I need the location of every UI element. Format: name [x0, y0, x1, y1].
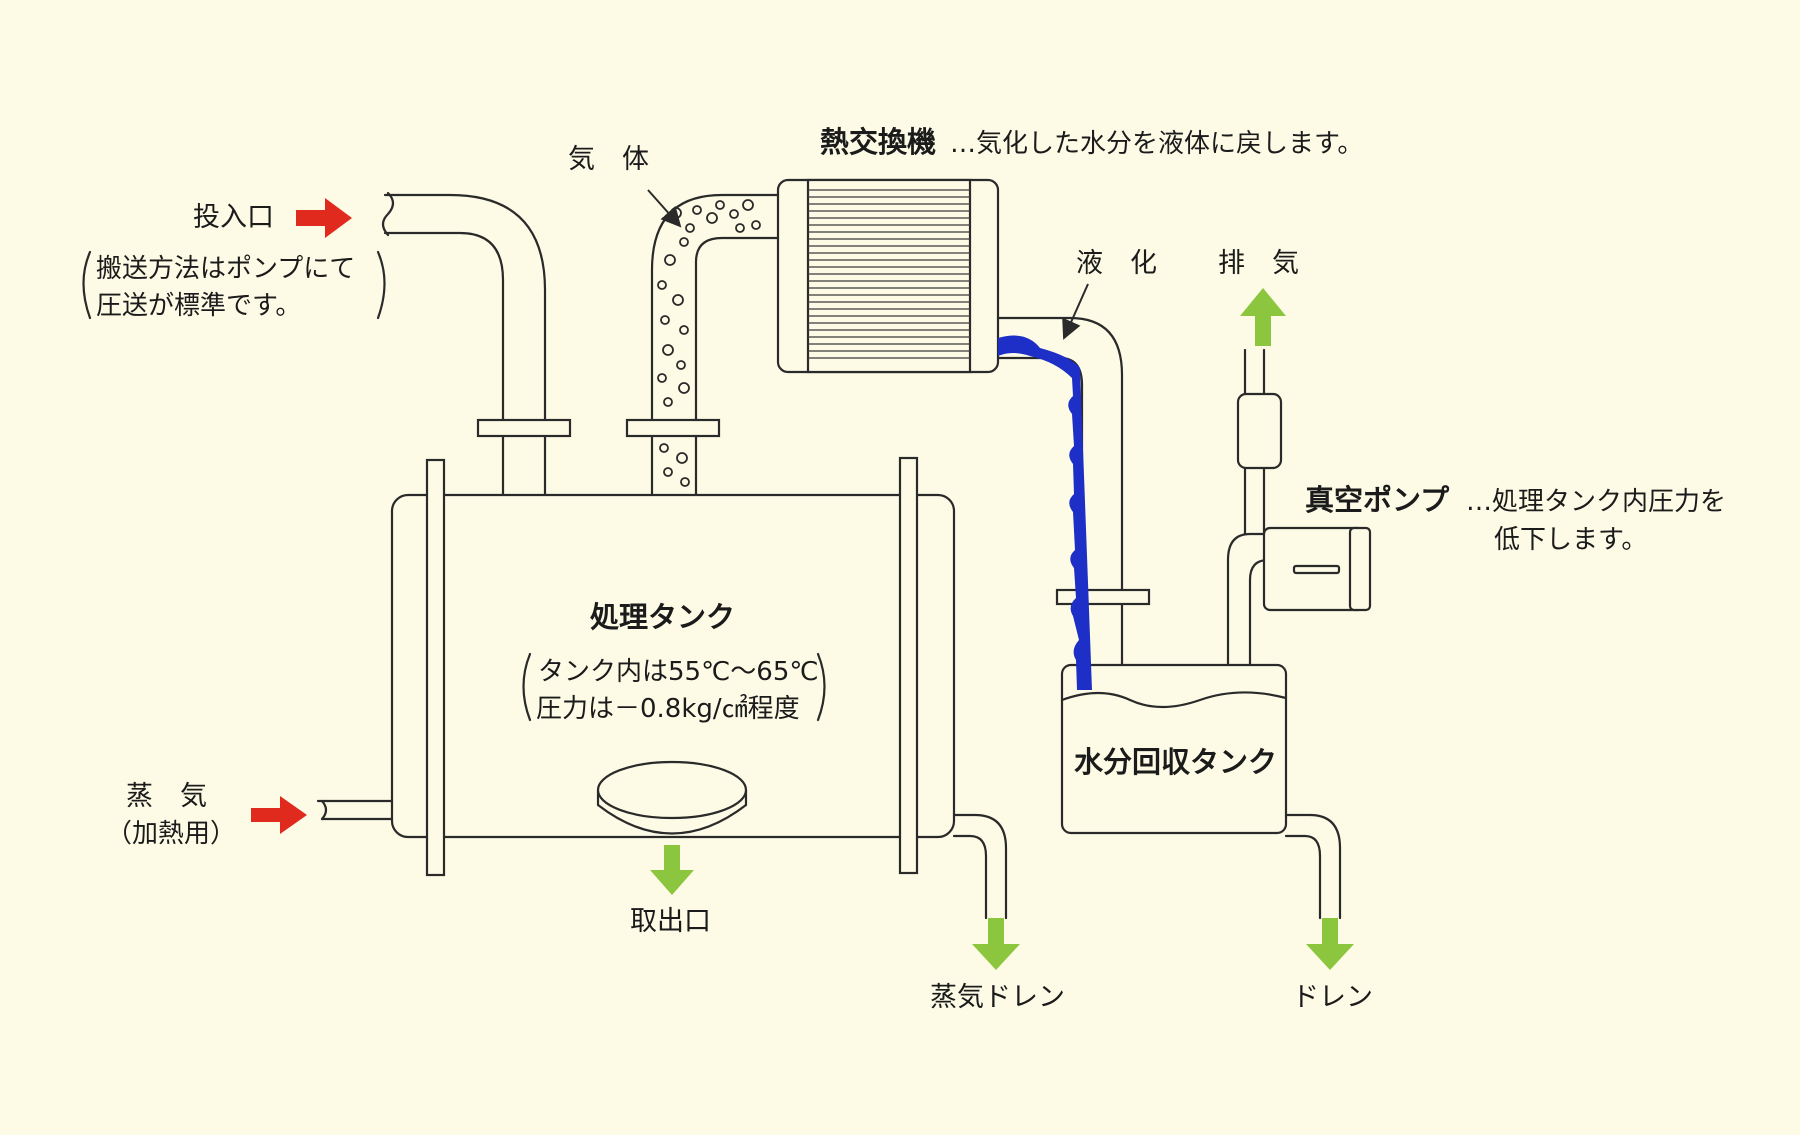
heat-exchanger-title: 熱交換機 — [820, 125, 936, 159]
brackets — [82, 250, 826, 722]
exhaust-arrow — [1240, 288, 1286, 346]
outlet-label: 取出口 — [630, 906, 711, 937]
inlet-note-2: 圧送が標準です。 — [96, 291, 301, 321]
heat-exchanger-desc: …気化した水分を液体に戻します。 — [950, 129, 1363, 159]
inlet-arrow — [296, 198, 352, 238]
outlet-arrow — [650, 845, 694, 895]
condenser-flange — [1055, 588, 1151, 606]
liquefy-label: 液 化 — [1076, 248, 1157, 279]
process-tank — [316, 456, 1008, 920]
inlet-pipe — [381, 191, 572, 497]
labels: 投入口 搬送方法はポンプにて 圧送が標準です。 気 体 熱交換機 …気化した水分… — [96, 125, 1726, 1013]
vacuum-pump-desc-1: …処理タンク内圧力を — [1466, 487, 1726, 517]
inlet-label: 投入口 — [193, 202, 274, 233]
steam-drain-arrow — [972, 918, 1020, 970]
liquefy-pointer — [1062, 283, 1089, 340]
water-tank-title: 水分回収タンク — [1074, 745, 1277, 779]
condensate-flow — [998, 335, 1092, 690]
gas-label: 気 体 — [568, 144, 649, 175]
left-tank-flange — [425, 458, 446, 877]
process-tank-note-1: タンク内は55℃～65℃ — [538, 657, 819, 687]
right-tank-flange — [898, 456, 919, 875]
gas-pointer — [647, 189, 682, 228]
inlet-flange — [476, 418, 572, 438]
water-recovery-tank — [1060, 663, 1342, 920]
process-tank-note-2: 圧力は－0.8kg/㎠程度 — [536, 694, 800, 724]
gas-pipe — [625, 193, 782, 497]
vacuum-pump — [1226, 348, 1372, 667]
inlet-note-1: 搬送方法はポンプにて — [96, 254, 355, 284]
steam-label: 蒸 気 — [126, 781, 207, 812]
drain-arrow — [1306, 918, 1354, 970]
drain-label: ドレン — [1292, 982, 1373, 1013]
process-tank-title: 処理タンク — [590, 600, 735, 634]
vacuum-pump-desc-2: 低下します。 — [1494, 525, 1647, 555]
steam-arrow — [251, 796, 307, 834]
arrows — [251, 189, 1354, 970]
steam-drain-label: 蒸気ドレン — [930, 982, 1065, 1013]
exhaust-label: 排 気 — [1218, 248, 1299, 279]
vacuum-pump-title: 真空ポンプ — [1305, 483, 1450, 517]
steam-note: （加熱用） — [106, 819, 236, 849]
gas-pipe-flange — [625, 418, 721, 438]
